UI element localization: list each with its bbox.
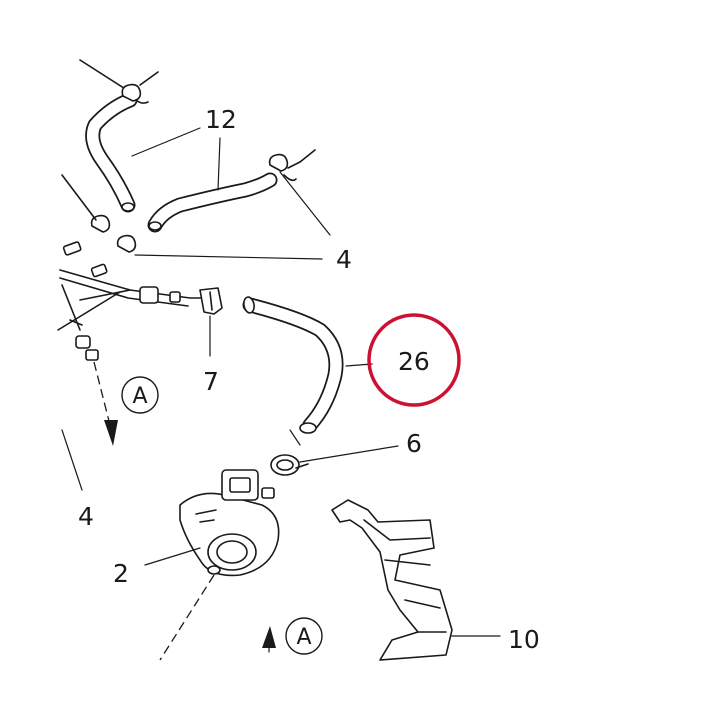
- clip-top-right: [268, 149, 316, 182]
- callout-6: 6: [406, 429, 422, 458]
- view-ref-a-top-label: A: [132, 384, 147, 409]
- bracket-7: [199, 287, 223, 357]
- duct-10: [331, 499, 501, 661]
- callout-7: 7: [203, 367, 219, 396]
- view-ref-a-top: A: [121, 376, 159, 414]
- hose-12-right: [147, 172, 278, 233]
- clip-mid-a: [61, 174, 111, 233]
- clip-top-left: [79, 59, 159, 104]
- callout-2: 2: [113, 559, 129, 588]
- hose-12-left: [85, 92, 138, 213]
- clamp-6: [270, 445, 399, 476]
- valve-2: [144, 469, 280, 661]
- view-ref-a-bottom-label: A: [296, 625, 311, 650]
- arrow-a-top: [93, 361, 118, 446]
- callout-12: 12: [205, 105, 237, 134]
- callout-4-left: 4: [78, 502, 94, 531]
- hose-26: [242, 296, 373, 446]
- clip-mid-b: [116, 234, 137, 253]
- leader-12-b: [217, 137, 221, 191]
- view-ref-a-bottom: A: [285, 617, 323, 655]
- connector-left: [62, 241, 108, 278]
- highlight-ring: [367, 313, 461, 407]
- callout-4-right: 4: [336, 245, 352, 274]
- pipe-rail: [57, 269, 206, 361]
- leader-4-left: [61, 429, 83, 491]
- arrow-a-bottom: [262, 626, 276, 653]
- leader-4-right-a: [134, 254, 323, 260]
- leader-4-right-b: [279, 171, 331, 236]
- callout-10: 10: [508, 625, 540, 654]
- leader-12-a: [131, 127, 201, 157]
- callout-26: 26: [398, 347, 430, 376]
